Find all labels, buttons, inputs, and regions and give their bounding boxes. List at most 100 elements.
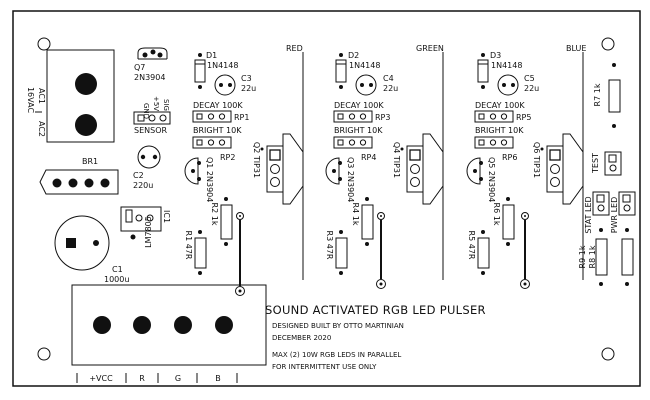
q5-transistor (466, 157, 483, 185)
ic1-regulator (120, 206, 162, 240)
r2-resistor (220, 197, 233, 246)
c1-value: 1000u (104, 275, 129, 284)
q2-label: Q2 TIP31 (252, 142, 261, 178)
rp2-pot (192, 136, 232, 149)
ac1-label: AC1 (37, 88, 46, 104)
rp4-label: BRIGHT 10K (334, 126, 383, 135)
c1-label: C1 (112, 265, 123, 274)
channel-red: RED D1 1N4148 C3 22u DECAY 100K RP1 BRIG… (184, 44, 304, 296)
rp2-ref: RP2 (220, 153, 235, 162)
sensor-sig-label: SIG (162, 99, 170, 111)
d2-label: D2 (348, 51, 359, 60)
r4-resistor (361, 197, 374, 246)
rp5-pot (474, 110, 514, 123)
r3-label: R3 47R (325, 231, 334, 260)
q3-transistor (325, 157, 342, 185)
q7-transistor (137, 47, 168, 60)
channel-green: GREEN D2 1N4148 C4 22u DECAY 100K RP3 BR… (325, 44, 444, 289)
rp3-label: DECAY 100K (334, 101, 384, 110)
r8-label: R8 1k (588, 245, 597, 268)
q7-part: 2N3904 (134, 73, 165, 82)
q6-power-transistor (540, 133, 584, 205)
rp6-ref: RP6 (502, 153, 517, 162)
c4-label: C4 (383, 74, 394, 83)
c4-capacitor (355, 74, 377, 96)
q2-power-transistor (260, 133, 304, 205)
rp1-ref: RP1 (234, 113, 249, 122)
test-header (604, 151, 622, 176)
output-label-ticks (76, 373, 238, 383)
sensor-5v-label: +5V (152, 96, 160, 111)
rp3-pot (333, 110, 373, 123)
output-label-r: R (139, 374, 145, 383)
pwr-led-label: PWR LED (610, 197, 619, 234)
rp6-label: BRIGHT 10K (475, 126, 524, 135)
board-note-2: FOR INTERMITTENT USE ONLY (272, 363, 377, 371)
test-label: TEST (591, 153, 600, 174)
ac2-label: AC2 (37, 121, 46, 137)
d2-part: 1N4148 (349, 61, 380, 70)
c3-value: 22u (241, 84, 256, 93)
rp6-pot (474, 136, 514, 149)
r9-label: R9 1k (578, 245, 587, 268)
board-date: DECEMBER 2020 (272, 334, 331, 342)
c5-label: C5 (524, 74, 535, 83)
stat-led (592, 191, 610, 216)
c5-value: 22u (524, 84, 539, 93)
mounting-hole-icons (37, 37, 615, 361)
stat-led-label: STAT LED (584, 196, 593, 233)
ic1-label: IC1 (162, 210, 171, 223)
r6-resistor (502, 197, 515, 246)
c4-value: 22u (383, 84, 398, 93)
channel-blue: BLUE D3 1N4148 C5 22u DECAY 100K RP5 BRI… (466, 44, 586, 289)
bridge-rectifier (39, 169, 119, 195)
q6-label: Q6 TIP31 (532, 142, 541, 178)
r7-label: R7 1k (593, 83, 602, 106)
sensor-header (133, 111, 171, 125)
vac-label: 16VAC (26, 87, 35, 113)
channel-blue-title: BLUE (566, 44, 586, 53)
d1-part: 1N4148 (207, 61, 238, 70)
output-label-g: G (175, 374, 181, 383)
q4-label: Q4 TIP31 (392, 142, 401, 178)
rp1-label: DECAY 100K (193, 101, 243, 110)
r4-pad-link (376, 212, 386, 289)
r3-resistor (335, 230, 348, 275)
sensor-label: SENSOR (134, 126, 167, 135)
output-label-vcc: +VCC (89, 374, 113, 383)
r2-label: R2 1k (210, 203, 219, 226)
c1-capacitor (54, 215, 110, 271)
q1-label: Q1 2N3904 (205, 157, 214, 202)
c5-capacitor (497, 74, 519, 96)
rp4-ref: RP4 (361, 153, 376, 162)
r2-pad-link (235, 212, 245, 296)
r1-resistor (194, 230, 207, 275)
d1-diode (194, 53, 206, 89)
q3-label: Q3 2N3904 (346, 157, 355, 202)
r7-resistor (608, 63, 621, 128)
r4-label: R4 1k (351, 203, 360, 226)
ac-input-terminal (46, 49, 115, 143)
q5-label: Q5 2N3904 (487, 157, 496, 202)
board-note-1: MAX (2) 10W RGB LEDS IN PARALLEL (272, 351, 401, 359)
c3-capacitor (214, 74, 236, 96)
board-title: SOUND ACTIVATED RGB LED PULSER (265, 303, 486, 317)
d1-label: D1 (206, 51, 217, 60)
channel-red-title: RED (286, 44, 303, 53)
rp3-ref: RP3 (375, 113, 390, 122)
rp1-pot (192, 110, 232, 123)
r9-resistor (595, 228, 608, 286)
r1-label: R1 47R (184, 231, 193, 260)
rp2-label: BRIGHT 10K (193, 126, 242, 135)
c3-label: C3 (241, 74, 252, 83)
output-terminal (71, 284, 267, 366)
pwr-led (618, 191, 636, 216)
d3-label: D3 (490, 51, 501, 60)
sensor-gnd-label: GND (142, 103, 150, 119)
c2-value: 220u (133, 181, 153, 190)
r5-resistor (477, 230, 490, 275)
rp5-ref: RP5 (516, 113, 531, 122)
c2-label: C2 (133, 171, 144, 180)
q7-label: Q7 (134, 63, 145, 72)
